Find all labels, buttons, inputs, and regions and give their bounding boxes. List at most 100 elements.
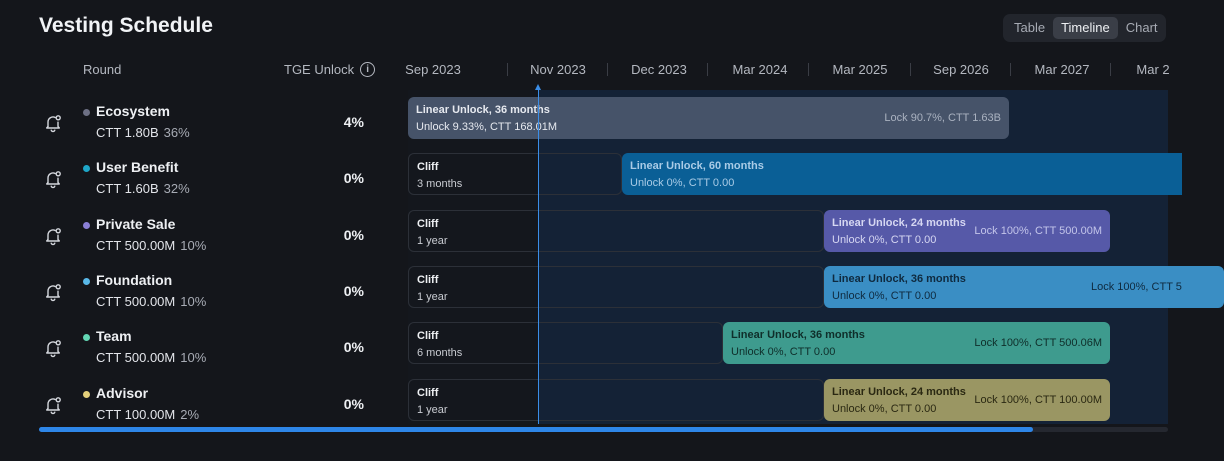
date-separator <box>808 63 809 76</box>
date-tick-label: Sep 2023 <box>405 62 461 77</box>
notification-bell-icon[interactable] <box>43 113 63 133</box>
cliff-duration: 1 year <box>417 404 448 416</box>
round-name: User Benefit <box>96 159 179 175</box>
page-title: Vesting Schedule <box>39 14 213 37</box>
date-separator <box>707 63 708 76</box>
linear-unlock-detail: Unlock 9.33%, CTT 168.01M <box>416 121 558 133</box>
round-name: Private Sale <box>96 216 176 232</box>
round-amount: CTT 500.00M 10% <box>96 238 206 253</box>
lock-amount: Lock 100%, CTT 500.00M <box>974 225 1102 237</box>
lock-amount: Lock 90.7%, CTT 1.63B <box>884 112 1001 124</box>
linear-unlock-detail: Unlock 0%, CTT 0.00 <box>832 234 937 246</box>
tge-unlock-value: 0% <box>343 396 364 412</box>
cliff-bar[interactable]: Cliff 6 months <box>408 322 723 364</box>
cliff-duration: 6 months <box>417 347 463 359</box>
tge-unlock-value: 0% <box>343 170 364 186</box>
tab-timeline[interactable]: Timeline <box>1053 17 1118 39</box>
round-color-dot <box>83 391 90 398</box>
date-separator <box>1110 63 1111 76</box>
tab-chart[interactable]: Chart <box>1125 20 1158 35</box>
round-amount-value: CTT 500.00M <box>96 238 176 253</box>
tge-header-label: TGE Unlock <box>284 62 355 77</box>
round-share: 10% <box>180 238 207 253</box>
date-separator <box>1010 63 1011 76</box>
round-name: Ecosystem <box>96 103 170 119</box>
tge-unlock-value: 4% <box>343 114 364 130</box>
notification-bell-icon[interactable] <box>43 169 63 189</box>
notification-bell-icon[interactable] <box>43 395 63 415</box>
linear-unlock-detail: Unlock 0%, CTT 0.00 <box>630 177 735 189</box>
linear-unlock-detail: Unlock 0%, CTT 0.00 <box>832 403 937 415</box>
scrollbar-thumb[interactable] <box>39 427 1033 432</box>
round-amount-value: CTT 500.00M <box>96 294 176 309</box>
round-share: 10% <box>180 350 207 365</box>
cliff-duration: 1 year <box>417 235 448 247</box>
linear-unlock-title: Linear Unlock, 24 months <box>832 386 966 398</box>
round-color-dot <box>83 109 90 116</box>
round-amount: CTT 1.60B 32% <box>96 181 190 196</box>
linear-unlock-title: Linear Unlock, 36 months <box>832 273 966 285</box>
cliff-title: Cliff <box>417 330 439 342</box>
lock-amount: Lock 100%, CTT 100.00M <box>974 394 1102 406</box>
round-color-dot <box>83 222 90 229</box>
round-color-dot <box>83 165 90 172</box>
linear-unlock-detail: Unlock 0%, CTT 0.00 <box>832 290 937 302</box>
round-share: 36% <box>163 125 190 140</box>
round-share: 32% <box>163 181 190 196</box>
date-separator <box>507 63 508 76</box>
linear-unlock-title: Linear Unlock, 36 months <box>731 329 865 341</box>
view-toggle: Table Timeline Chart <box>1003 14 1166 42</box>
timeline-future-region <box>538 90 1168 424</box>
cliff-duration: 3 months <box>417 178 463 190</box>
cliff-title: Cliff <box>417 161 439 173</box>
tge-unlock-value: 0% <box>343 339 364 355</box>
date-tick-label: Nov 2023 <box>530 62 586 77</box>
cliff-bar[interactable]: Cliff 1 year <box>408 379 824 421</box>
date-tick-label: Sep 2026 <box>933 62 989 77</box>
date-tick-label: Mar 2025 <box>832 62 888 77</box>
date-separator <box>607 63 608 76</box>
notification-bell-icon[interactable] <box>43 282 63 302</box>
date-tick-label: Mar 2027 <box>1034 62 1090 77</box>
tge-unlock-value: 0% <box>343 227 364 243</box>
tab-table[interactable]: Table <box>1014 20 1046 35</box>
round-name: Foundation <box>96 272 173 288</box>
notification-bell-icon[interactable] <box>43 338 63 358</box>
round-amount-value: CTT 1.60B <box>96 181 159 196</box>
date-tick-label: Dec 2023 <box>631 62 687 77</box>
cliff-duration: 1 year <box>417 291 448 303</box>
date-separator <box>910 63 911 76</box>
cliff-bar[interactable]: Cliff 3 months <box>408 153 622 195</box>
lock-amount: Lock 100%, CTT 5 <box>1091 281 1182 293</box>
linear-unlock-title: Linear Unlock, 36 months <box>416 104 550 116</box>
date-tick-label: Mar 2 <box>1136 62 1170 77</box>
info-icon[interactable]: i <box>360 62 376 77</box>
current-date-marker-icon <box>535 84 541 90</box>
round-amount-value: CTT 500.00M <box>96 350 176 365</box>
linear-unlock-title: Linear Unlock, 60 months <box>630 160 764 172</box>
round-column-header: Round <box>83 62 122 77</box>
linear-unlock-detail: Unlock 0%, CTT 0.00 <box>731 346 836 358</box>
round-amount: CTT 500.00M 10% <box>96 350 206 365</box>
notification-bell-icon[interactable] <box>43 226 63 246</box>
round-name: Team <box>96 328 132 344</box>
cliff-title: Cliff <box>417 387 439 399</box>
